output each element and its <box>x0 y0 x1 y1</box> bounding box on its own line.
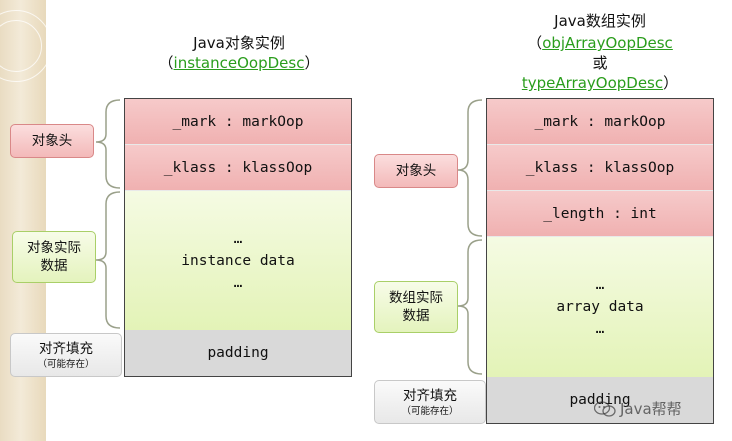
right-or-text: 或 <box>592 54 608 72</box>
right-array-data-cell: … array data … <box>487 237 713 377</box>
right-data-label-line2: 数据 <box>402 308 430 324</box>
right-ellipsis-bottom: … <box>595 321 605 337</box>
left-data-label-line2: 数据 <box>40 258 68 274</box>
left-header-label: 对象头 <box>10 124 94 158</box>
left-data-bracket <box>95 191 121 329</box>
left-align-note: （可能存在） <box>37 358 95 370</box>
right-header-label-text: 对象头 <box>395 163 437 179</box>
left-instance-data-text: instance data <box>181 252 295 269</box>
right-align-label-text: 对齐填充 <box>403 387 457 404</box>
right-title: Java数组实例 <box>486 10 714 32</box>
right-padding-cell: padding <box>487 377 713 423</box>
right-subtitle-2: typeArrayOopDesc） <box>486 72 714 94</box>
right-header-label: 对象头 <box>374 154 458 188</box>
right-array-frame <box>486 98 714 424</box>
left-paren-close: ） <box>304 54 320 72</box>
right-desc2-link: typeArrayOopDesc <box>521 74 664 92</box>
left-padding-text: padding <box>207 345 269 361</box>
right-mark-cell: _mark : markOop <box>487 99 713 145</box>
right-array-data-text: array data <box>556 299 644 315</box>
right-klass-cell: _klass : klassOop <box>487 145 713 191</box>
right-klass-text: _klass : klassOop <box>525 159 675 176</box>
right-ellipsis-top: … <box>595 277 605 293</box>
left-header-label-text: 对象头 <box>31 133 73 149</box>
left-instance-data-cell: … instance data … <box>125 191 351 330</box>
watermark-text: Java帮帮 <box>620 400 682 418</box>
wechat-icon <box>594 400 616 417</box>
right-mark-text: _mark : markOop <box>534 113 666 130</box>
left-subtitle: （instanceOopDesc） <box>120 52 358 74</box>
right-length-cell: _length : int <box>487 191 713 237</box>
left-desc-link: instanceOopDesc <box>173 54 305 72</box>
left-mark-cell: _mark : markOop <box>125 99 351 145</box>
left-align-label: 对齐填充 （可能存在） <box>10 333 122 377</box>
left-object-frame <box>124 98 352 377</box>
left-data-label: 对象实际 数据 <box>12 231 96 283</box>
right-data-label-line1: 数组实际 <box>389 290 443 306</box>
right-header-bracket <box>457 99 483 237</box>
left-align-label-text: 对齐填充 <box>39 340 93 357</box>
left-ellipsis-top: … <box>233 230 243 247</box>
left-data-label-line1: 对象实际 <box>27 240 81 256</box>
right-align-note: （可能存在） <box>401 405 459 417</box>
right-paren-close: ） <box>663 74 679 92</box>
left-mark-text: _mark : markOop <box>172 113 304 130</box>
right-data-bracket <box>457 239 483 375</box>
left-title-text: Java对象实例 <box>193 34 285 52</box>
left-paren-open: （ <box>158 54 174 72</box>
right-padding-text: padding <box>569 392 631 408</box>
left-padding-cell: padding <box>125 330 351 376</box>
right-subtitle-or: 或 <box>486 52 714 74</box>
left-klass-cell: _klass : klassOop <box>125 145 351 191</box>
left-title: Java对象实例 <box>120 32 358 54</box>
right-subtitle-1: （objArrayOopDesc <box>486 32 714 54</box>
decorative-ring <box>0 20 42 72</box>
left-ellipsis-bottom: … <box>233 274 243 291</box>
right-length-text: _length : int <box>543 205 657 222</box>
right-title-text: Java数组实例 <box>554 12 646 30</box>
right-data-label: 数组实际 数据 <box>374 281 458 333</box>
left-klass-text: _klass : klassOop <box>163 159 313 176</box>
right-paren-open: （ <box>527 34 543 52</box>
left-header-bracket <box>95 99 121 189</box>
watermark: Java帮帮 <box>594 398 682 419</box>
right-align-label: 对齐填充 （可能存在） <box>374 380 486 424</box>
right-desc1-link: objArrayOopDesc <box>542 34 673 52</box>
